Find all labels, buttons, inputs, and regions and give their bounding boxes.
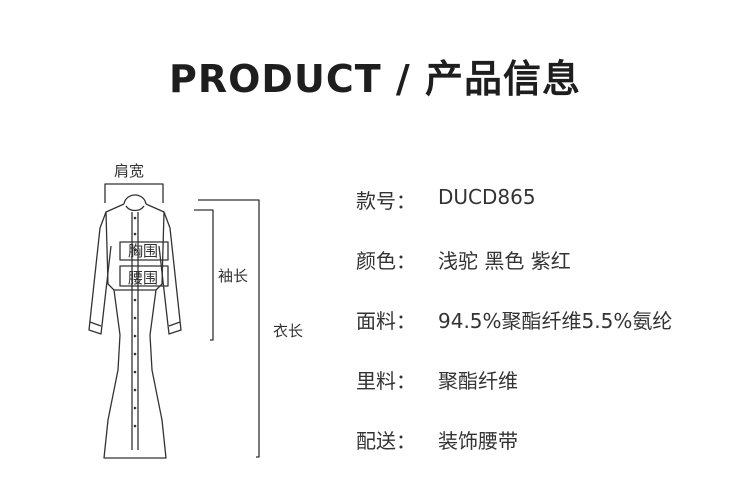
info-value: 聚酯纤维 <box>438 369 518 393</box>
chest-label: 胸围 <box>128 242 159 260</box>
dress-measurement-diagram: 肩宽 胸围 腰围 袖长 衣长 <box>70 150 320 480</box>
waist-label: 腰围 <box>128 269 159 287</box>
info-row-lining: 里料： 聚酯纤维 <box>356 365 672 425</box>
info-value: 浅驼 黑色 紫红 <box>438 249 571 273</box>
info-row-fabric: 面料： 94.5%聚酯纤维5.5%氨纶 <box>356 305 672 365</box>
info-key: 配送： <box>356 429 416 453</box>
product-info-list: 款号： DUCD865 颜色： 浅驼 黑色 紫红 面料： 94.5%聚酯纤维5.… <box>356 185 672 485</box>
info-key: 里料： <box>356 369 416 393</box>
info-value: DUCD865 <box>438 185 536 209</box>
info-key: 面料： <box>356 309 416 333</box>
info-row-delivery: 配送： 装饰腰带 <box>356 425 672 485</box>
info-value: 装饰腰带 <box>438 429 518 453</box>
dress-drawing <box>88 183 260 459</box>
info-row-color: 颜色： 浅驼 黑色 紫红 <box>356 245 672 305</box>
sleeve-length-label: 袖长 <box>218 267 249 285</box>
info-key: 颜色： <box>356 249 416 273</box>
page-title: PRODUCT / 产品信息 <box>169 57 581 101</box>
info-row-style-number: 款号： DUCD865 <box>356 185 672 245</box>
shoulder-width-label: 肩宽 <box>114 162 145 180</box>
info-value: 94.5%聚酯纤维5.5%氨纶 <box>438 309 673 333</box>
info-key: 款号： <box>356 189 416 213</box>
total-length-label: 衣长 <box>273 322 304 340</box>
